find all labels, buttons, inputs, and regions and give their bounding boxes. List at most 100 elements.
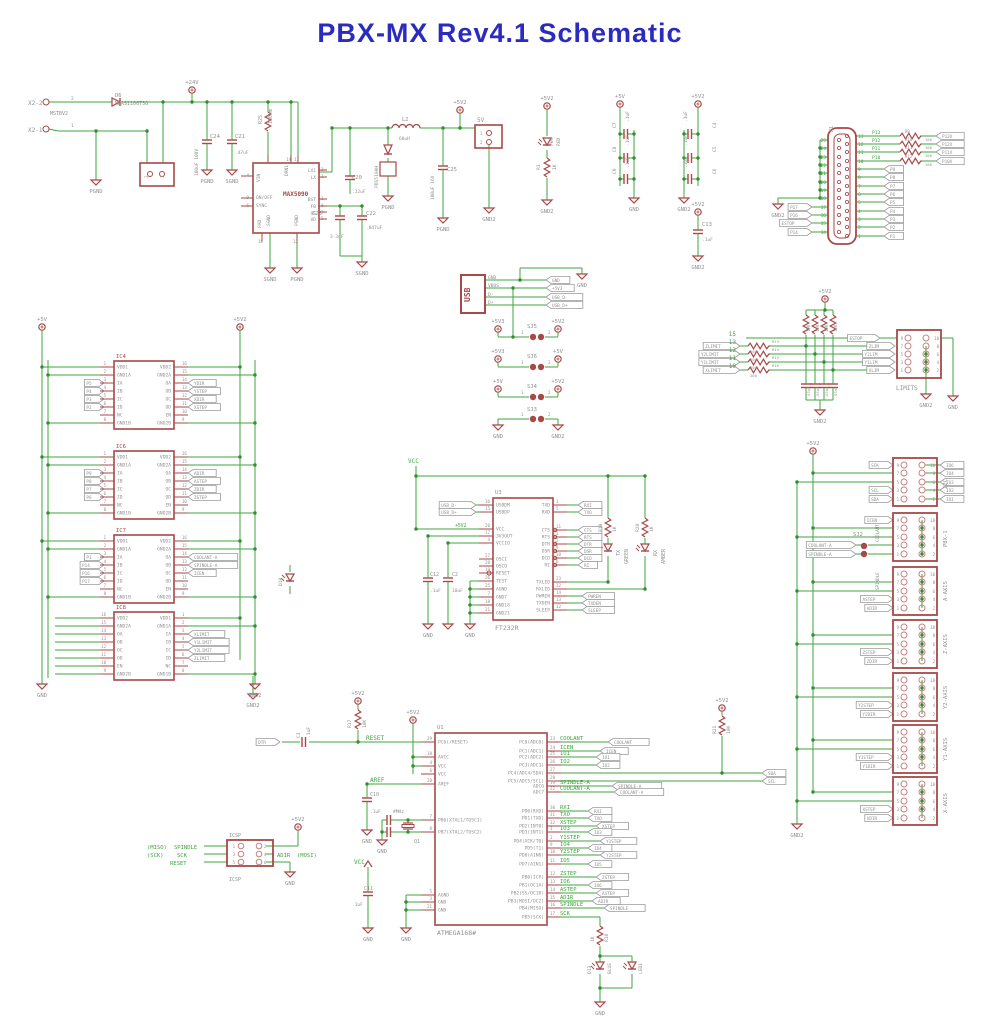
text-label: X-AXIS xyxy=(943,793,949,813)
pin-label: GND2A xyxy=(117,624,131,630)
pin-number: 10 xyxy=(930,625,935,630)
pin-number: 11 xyxy=(858,150,864,156)
net-tag xyxy=(581,592,615,600)
pin-label: DSR xyxy=(542,549,551,555)
resistor xyxy=(801,314,811,335)
pin-header xyxy=(892,776,938,826)
text-label: +5V2 xyxy=(455,523,467,529)
net-tag-label: DSR xyxy=(584,549,592,555)
junction-dot xyxy=(414,527,418,531)
pin-number: 15 xyxy=(485,506,491,511)
pin-label: IB xyxy=(117,563,123,569)
pin-number: 3 xyxy=(901,360,904,365)
pin-number: 14 xyxy=(821,230,827,236)
junction-dot xyxy=(161,100,165,104)
pin-number: 7 xyxy=(182,660,185,665)
net-tag xyxy=(84,493,105,501)
pin-label: USBDP xyxy=(496,510,510,516)
pin-number: 25 xyxy=(821,138,827,144)
pin-number: 7 xyxy=(858,184,861,190)
pin-number: 18 xyxy=(485,599,491,604)
ground-label: GND xyxy=(377,849,387,855)
net-tag-label: IO4 xyxy=(946,471,954,477)
pin-label: EN xyxy=(117,664,123,670)
text-label: I2C xyxy=(943,479,949,489)
junction-dot xyxy=(920,807,924,811)
net-tag xyxy=(577,554,603,562)
pin-number: 6 xyxy=(858,192,861,198)
pin-number: 6 xyxy=(429,768,432,773)
header-pin xyxy=(237,850,245,858)
net-tag xyxy=(883,198,904,206)
pin-number: 17 xyxy=(485,530,491,535)
net-tag xyxy=(860,648,894,656)
text-label: .01uF xyxy=(815,386,820,398)
resistor xyxy=(747,342,770,350)
junction-dot xyxy=(804,344,808,348)
header-pin xyxy=(900,676,908,684)
pin-label: PC0(ADC0) xyxy=(519,740,544,746)
net-tag xyxy=(883,223,904,231)
db25-pin xyxy=(837,212,842,217)
header-pin xyxy=(918,805,926,813)
junction-dot xyxy=(441,126,445,130)
net-tag xyxy=(545,301,584,309)
pin-number: 7 xyxy=(897,526,900,531)
ground-symbol xyxy=(200,169,214,176)
pin-number: 9 xyxy=(858,167,861,173)
power-label: +5V2 xyxy=(453,100,466,106)
text-label: USB xyxy=(463,287,472,302)
solder-jumper xyxy=(529,393,537,401)
pin-label: EN xyxy=(165,587,171,593)
text-label: 2 xyxy=(144,175,150,178)
net-tag xyxy=(84,469,105,477)
junction-dot xyxy=(920,695,924,699)
text-label: COOLANT-A xyxy=(560,786,590,792)
pin-label: GND1B xyxy=(117,421,131,427)
pin-number: 13 xyxy=(182,475,187,480)
net-tag xyxy=(599,837,638,845)
pin-label: AVCC xyxy=(438,755,449,761)
net-tag-label: RXI xyxy=(584,503,592,509)
junction-dot xyxy=(818,146,822,150)
pin-number: 20 xyxy=(485,523,491,528)
header-pin xyxy=(900,478,908,486)
net-tag-label: P3 xyxy=(890,217,896,223)
ground-label: GND2 xyxy=(813,419,826,425)
junction-dot xyxy=(253,421,257,425)
header-pin xyxy=(900,640,908,648)
junction-dot xyxy=(40,365,44,369)
component-outline xyxy=(139,162,175,187)
ground-symbol xyxy=(790,823,804,830)
text-label: 1K xyxy=(649,526,655,532)
header-pin xyxy=(255,858,263,866)
pin-number: 1 xyxy=(897,816,900,821)
header-pin xyxy=(900,604,908,612)
pin-label: GND xyxy=(438,900,447,906)
ground-label: GND2 xyxy=(771,213,784,219)
pin-label: GND2A xyxy=(157,547,171,553)
net-tag xyxy=(84,403,105,411)
text-label: P13 xyxy=(872,130,881,136)
text-label: IO3 xyxy=(560,826,570,832)
net-tag-label: P8 xyxy=(86,479,92,485)
db25-pin xyxy=(837,229,842,234)
header-pin xyxy=(900,814,908,822)
pin-number: 3 xyxy=(104,551,107,556)
text-label: C4 xyxy=(712,122,718,128)
net-tag xyxy=(787,211,813,219)
junction-dot xyxy=(46,511,50,515)
header-pin xyxy=(918,676,926,684)
pin-number: 9 xyxy=(897,678,900,683)
net-tag xyxy=(187,654,226,662)
pin-number: 8 xyxy=(933,738,936,743)
ground-label: PGND xyxy=(436,227,449,233)
header-pin xyxy=(900,728,908,736)
pin-number: 2 xyxy=(933,816,936,821)
net-tag-label: SPINDLE-A xyxy=(808,552,832,558)
ic-name: U1 xyxy=(437,725,444,731)
pin-label: NC xyxy=(117,413,123,419)
text-label: P11 xyxy=(872,146,881,152)
text-label: 100uF 16V xyxy=(430,175,436,200)
pin-label: ID xyxy=(117,495,123,501)
